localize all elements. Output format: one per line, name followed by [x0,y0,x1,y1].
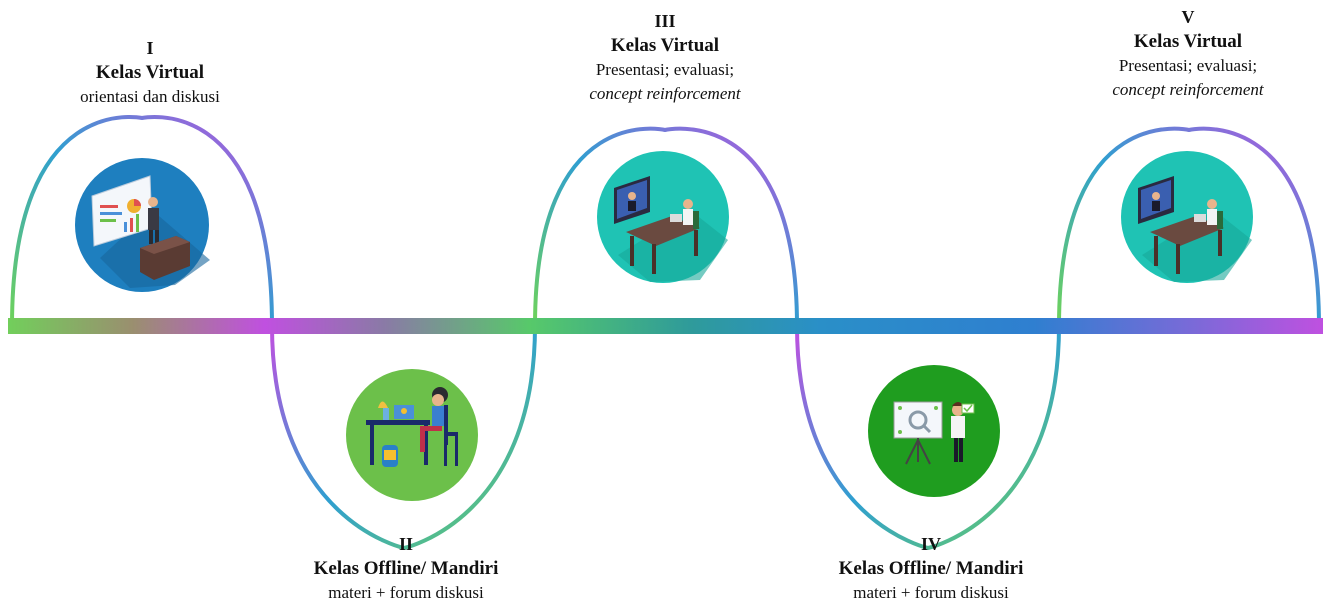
loop-stage-5 [1057,126,1321,327]
stage-number: II [398,534,413,554]
presentation-board-icon [75,158,210,292]
stage-title: Kelas Offline/ Mandiri [313,558,499,579]
loop-stage-4 [795,325,1061,551]
stage-number: IV [920,534,941,554]
stage-title: Kelas Virtual [1133,31,1243,52]
stage-4-label: IV Kelas Offline/ Mandiri materi + forum… [766,532,1096,605]
stage-title: Kelas Virtual [95,62,205,83]
video-conference-icon [1121,151,1253,283]
stage-description: materi + forum diskusi [328,583,484,602]
stage-description-italic: concept reinforcement [589,84,741,103]
stage-description: orientasi dan diskusi [80,87,220,106]
stage-number: I [146,38,154,58]
timeline-line [8,318,1323,334]
stage-5-label: V Kelas Virtual Presentasi; evaluasi; co… [1023,5,1325,102]
video-conference-icon [597,151,729,283]
stage-description: materi + forum diskusi [853,583,1009,602]
loop-stage-3 [533,126,799,327]
stage-description-italic: concept reinforcement [1112,80,1264,99]
stage-number: V [1181,7,1195,27]
stage-1-label: I Kelas Virtual orientasi dan diskusi [0,36,315,109]
stage-2-label: II Kelas Offline/ Mandiri materi + forum… [241,532,571,605]
stage-number: III [654,11,676,31]
loop-stage-1 [10,114,274,327]
study-at-desk-icon [346,369,478,501]
stage-description: Presentasi; evaluasi; [595,60,735,79]
teacher-whiteboard-icon [868,365,1000,497]
stage-title: Kelas Virtual [610,35,720,56]
stage-description: Presentasi; evaluasi; [1118,56,1258,75]
stage-title: Kelas Offline/ Mandiri [838,558,1024,579]
stage-3-label: III Kelas Virtual Presentasi; evaluasi; … [500,9,830,106]
loop-stage-2 [270,325,537,551]
